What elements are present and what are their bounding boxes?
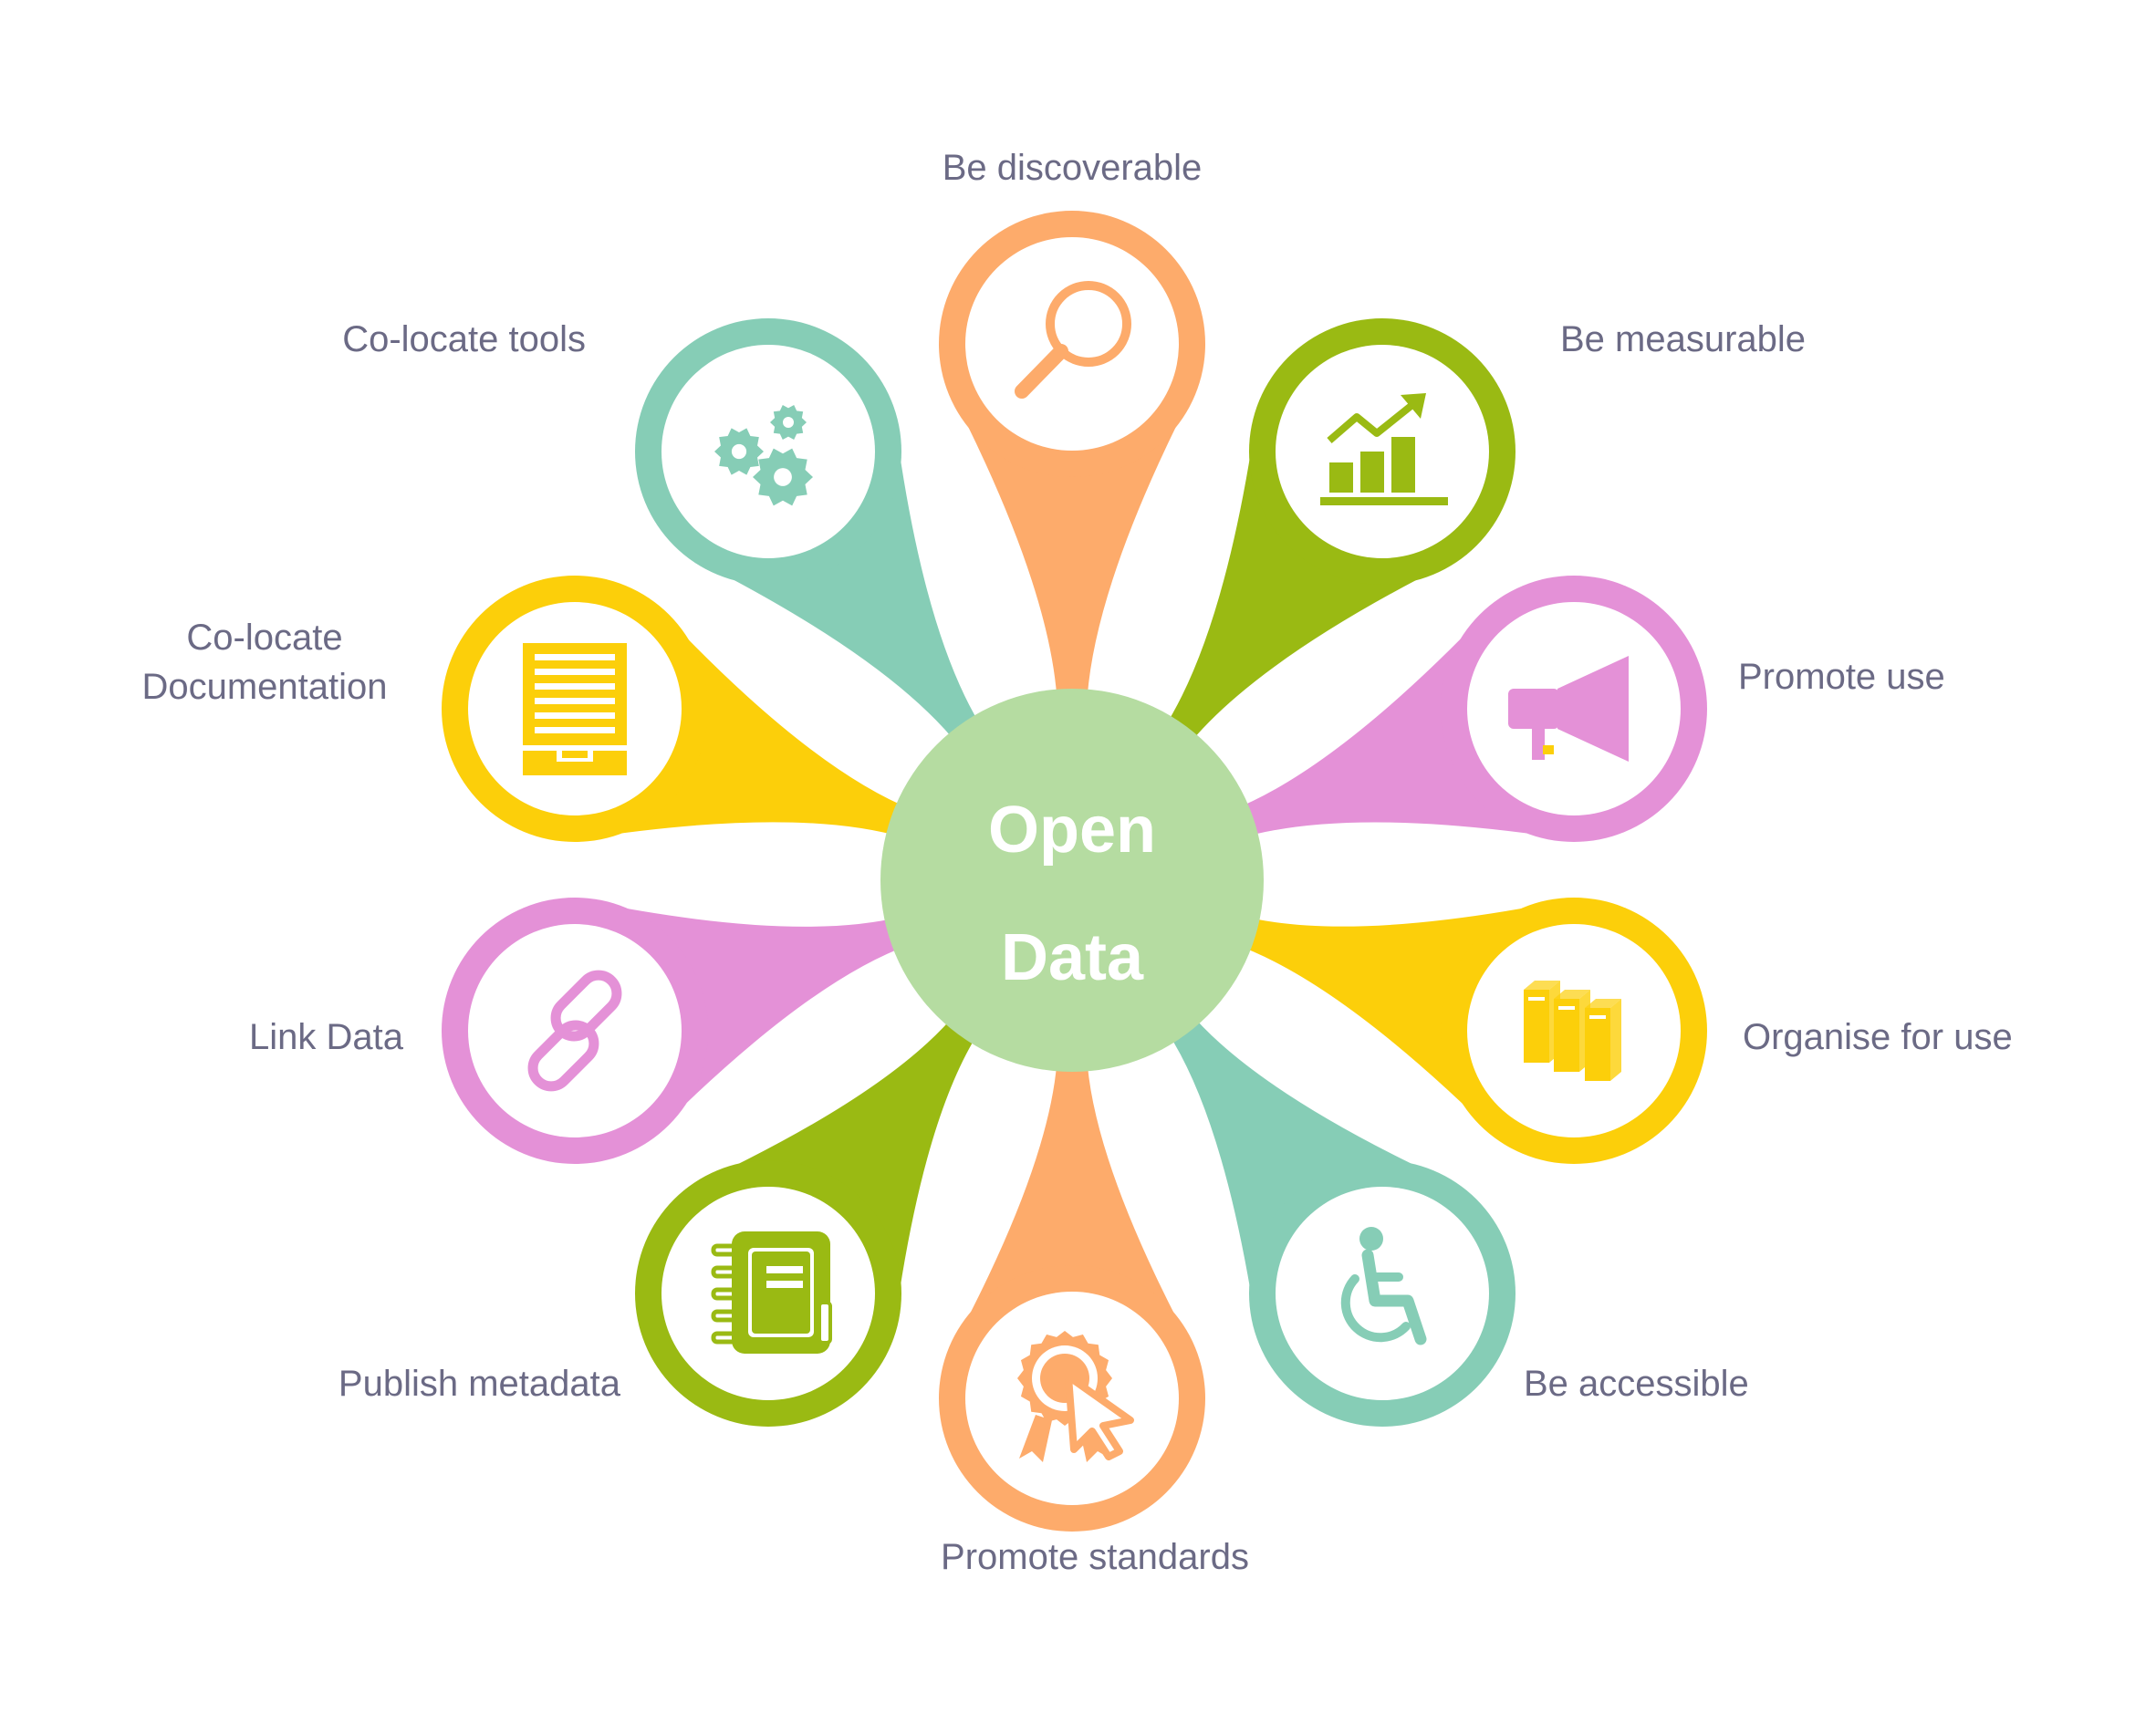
petal-inner-8	[468, 924, 682, 1137]
center-title-line-2: Data	[1000, 921, 1144, 994]
petal-inner-1	[965, 237, 1179, 451]
center-circle	[880, 689, 1264, 1072]
petal-stem-2	[1161, 402, 1467, 749]
petal-stem-7	[684, 1011, 982, 1342]
label-co-locate-documentation-line-2: Documentation	[141, 667, 388, 707]
center-title-line-1: Open	[987, 794, 1156, 867]
label-be-measurable: Be measurable	[1560, 319, 1807, 359]
label-co-locate-documentation-line-1: Co-locate	[186, 618, 343, 658]
label-organise-for-use: Organise for use	[1743, 1017, 2013, 1057]
gears-icon	[714, 404, 813, 506]
growth-chart-icon	[1320, 393, 1448, 505]
magnifier-icon	[1015, 281, 1131, 399]
label-co-locate-documentation: Co-locate Documentation	[109, 613, 420, 711]
petal-inner-10	[661, 345, 875, 558]
award-badge-icon	[1017, 1331, 1134, 1462]
label-promote-standards: Promote standards	[941, 1537, 1249, 1577]
label-publish-metadata: Publish metadata	[338, 1364, 620, 1404]
megaphone-icon	[1508, 656, 1629, 762]
label-be-accessible: Be accessible	[1524, 1364, 1749, 1404]
center-title: Open Data	[935, 766, 1209, 1022]
petal-stem-5	[1164, 1010, 1465, 1344]
label-be-discoverable: Be discoverable	[942, 148, 1203, 188]
document-tray-icon	[523, 643, 627, 775]
chain-link-icon	[527, 970, 622, 1092]
label-promote-use: Promote use	[1738, 657, 1945, 697]
petal-stem-10	[682, 404, 984, 748]
label-co-locate-tools: Co-locate tools	[342, 319, 586, 359]
petal-inner-5	[1276, 1187, 1489, 1400]
label-link-data: Link Data	[249, 1017, 403, 1057]
notebook-icon	[711, 1231, 832, 1354]
wheelchair-icon	[1340, 1227, 1427, 1345]
books-icon	[1524, 981, 1621, 1081]
